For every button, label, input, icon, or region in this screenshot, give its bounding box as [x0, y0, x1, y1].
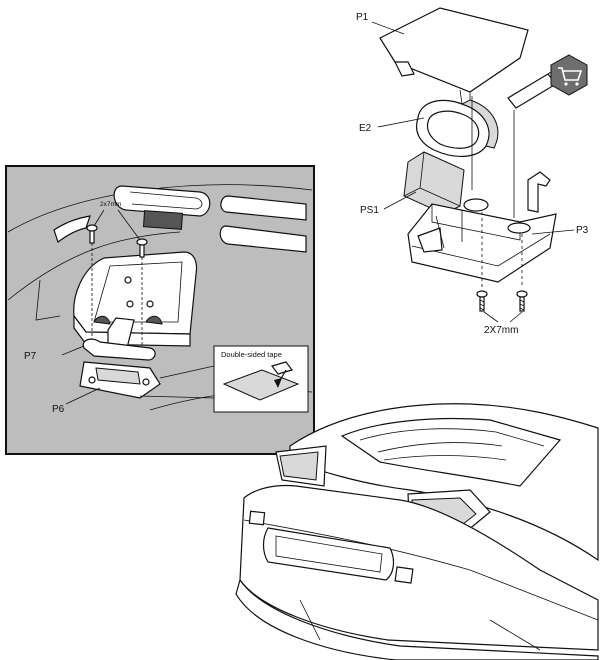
- shopping-cart-icon[interactable]: [550, 54, 588, 96]
- label-tape: Double-sided tape: [221, 350, 282, 359]
- label-p1: P1: [356, 12, 369, 23]
- label-p6: P6: [52, 404, 65, 415]
- tape-detail: Double-sided tape: [139, 345, 309, 413]
- inset-view: Double-sided tape 2x7mm P7 P6: [5, 165, 315, 455]
- label-p3: P3: [576, 225, 589, 236]
- part-p1-cover: [379, 7, 529, 107]
- screw-left: [476, 290, 488, 312]
- label-p7: P7: [24, 351, 37, 362]
- label-ps1: PS1: [360, 205, 379, 216]
- inset-screw-left: [86, 224, 98, 352]
- inset-screw-right: [136, 238, 148, 358]
- exploded-view: P1 E2 PS1 P3 2X7mm: [356, 7, 589, 336]
- part-e2-lens-ring: [415, 99, 499, 157]
- part-ps1-lens: [403, 151, 465, 215]
- screw-right: [516, 290, 528, 312]
- label-screws-main: 2X7mm: [484, 325, 518, 336]
- car-front-view: [235, 403, 599, 660]
- assembly-guide-lines: [435, 96, 523, 288]
- label-screws-inset: 2x7mm: [100, 201, 121, 208]
- label-e2: E2: [359, 123, 372, 134]
- screws-2x7mm: [476, 290, 528, 323]
